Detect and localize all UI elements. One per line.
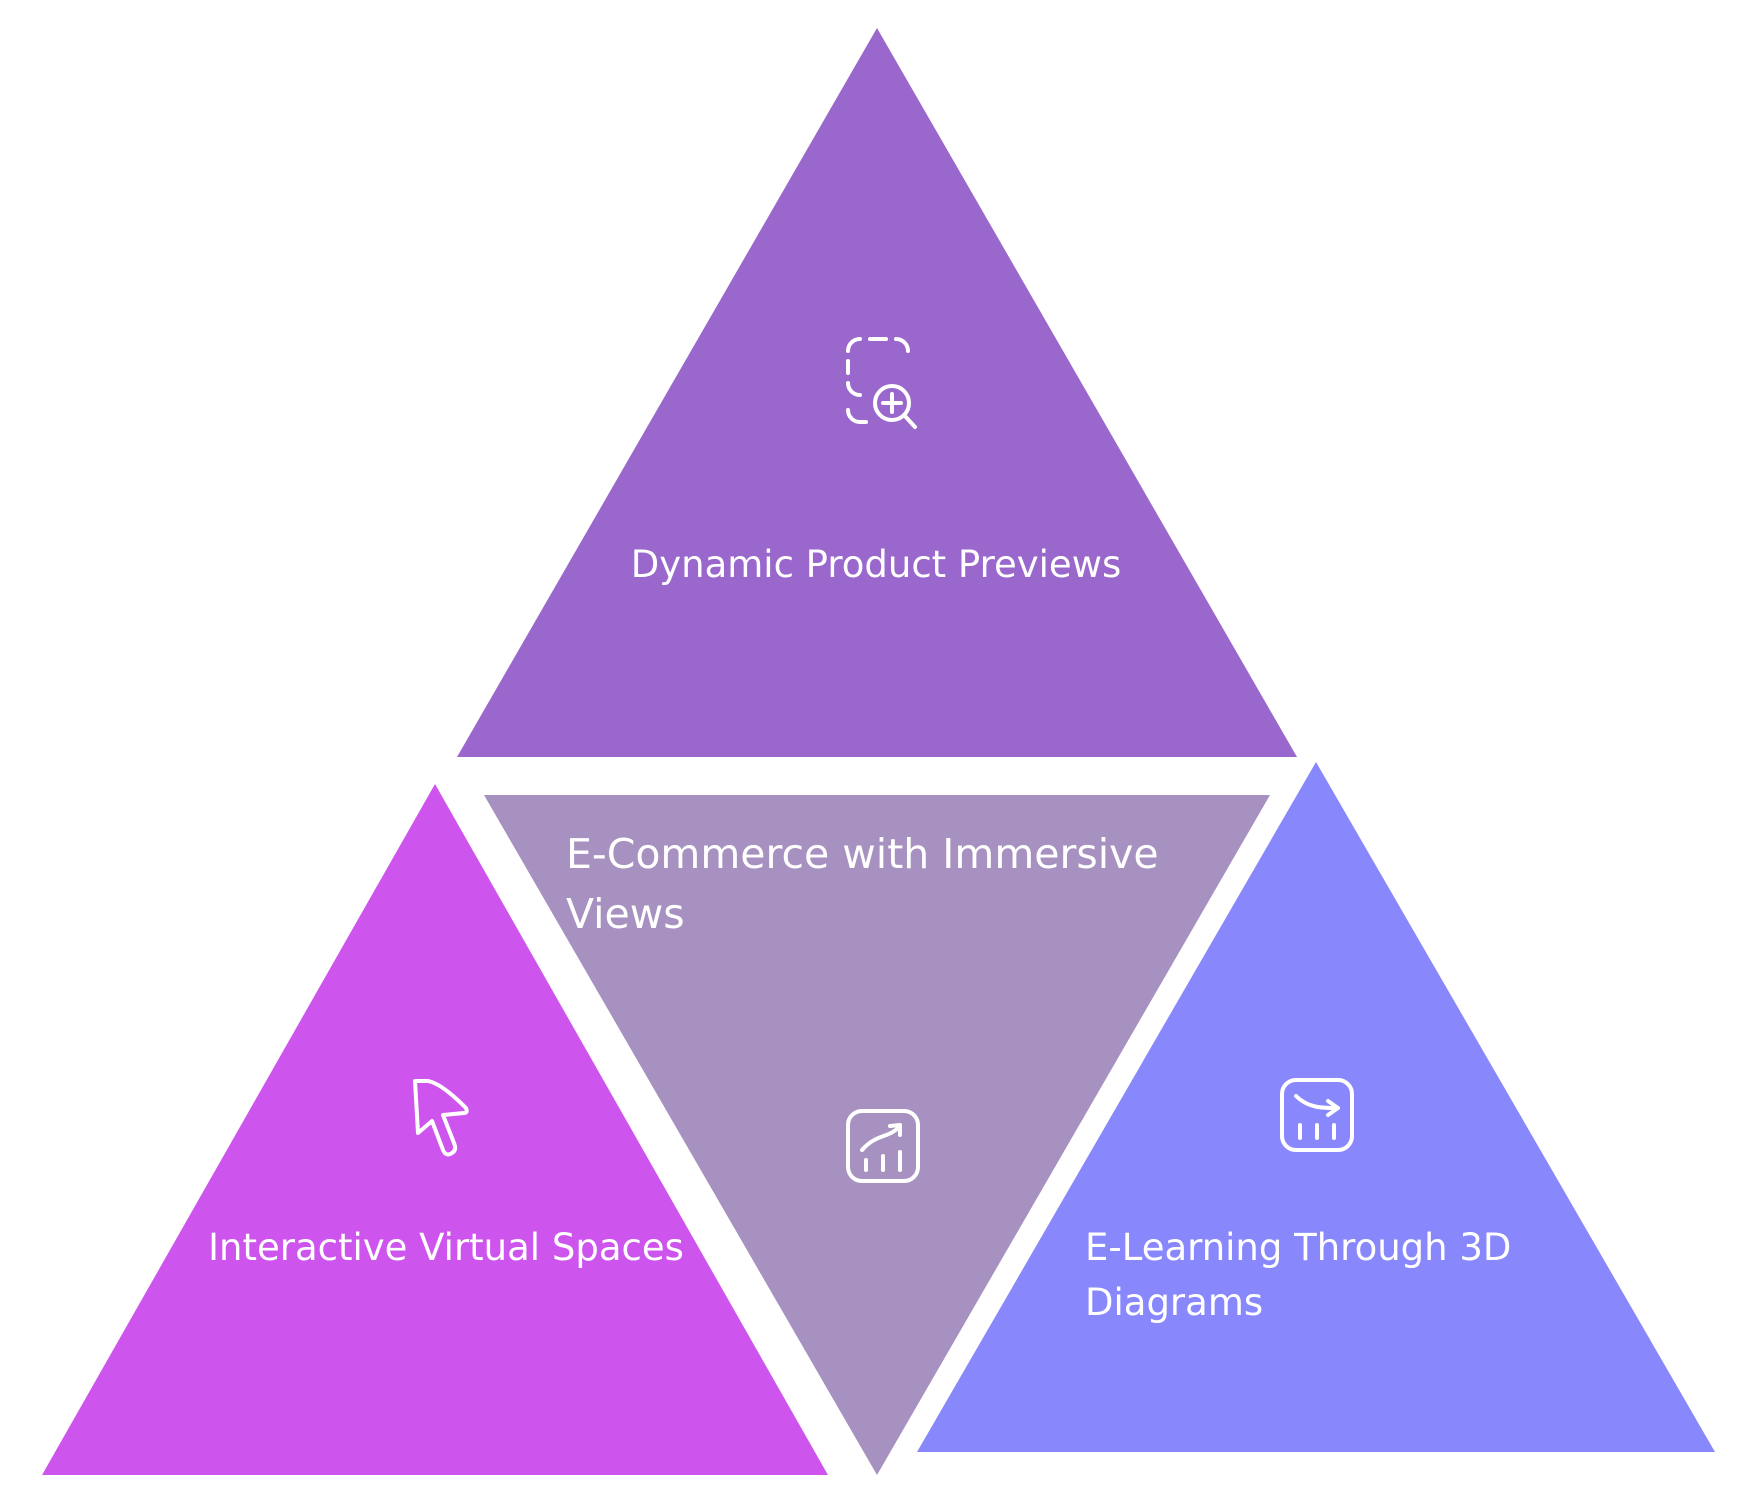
segment-right: E-Learning Through 3D Diagrams (917, 762, 1715, 1452)
segment-left-label-line: Interactive Virtual Spaces (208, 1226, 684, 1269)
segment-left: Interactive Virtual Spaces (42, 784, 828, 1475)
segment-right-label-line: Diagrams (1085, 1281, 1263, 1324)
segment-center-shape (484, 795, 1270, 1475)
segment-top-label-line: Dynamic Product Previews (631, 543, 1122, 586)
segment-left-label: Interactive Virtual Spaces (208, 1226, 684, 1269)
segment-top: Dynamic Product Previews (457, 28, 1297, 757)
segment-center-label: E-Commerce with Immersive Views (566, 830, 1172, 938)
segment-center-label-line: Views (566, 890, 685, 938)
segment-right-label-line: E-Learning Through 3D (1085, 1226, 1511, 1269)
cursor-pointer-icon (413, 1078, 469, 1157)
chart-trend-down-icon (1280, 1078, 1354, 1152)
segment-center-label-line: E-Commerce with Immersive (566, 830, 1159, 878)
segment-top-label: Dynamic Product Previews (631, 543, 1122, 586)
segment-right-label: E-Learning Through 3D Diagrams (1085, 1226, 1523, 1324)
segment-center: E-Commerce with Immersive Views (484, 795, 1270, 1475)
chart-trend-up-icon (846, 1109, 920, 1183)
search-zoom-in-icon (846, 337, 917, 429)
